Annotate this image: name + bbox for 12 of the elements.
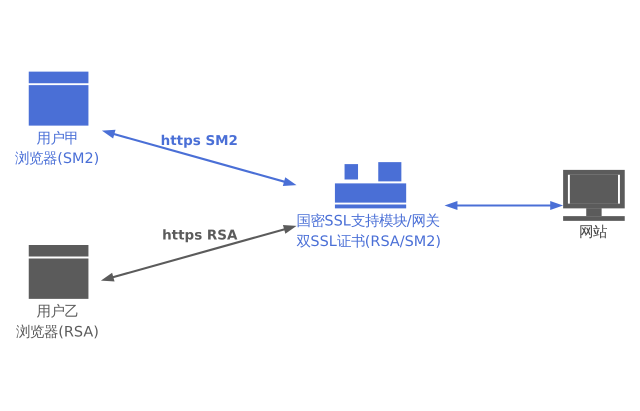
arrow [100, 225, 297, 282]
node-label: 浏览器(RSA) [16, 324, 99, 340]
node-label: 网站 [579, 224, 608, 240]
node-label: 浏览器(SM2) [15, 151, 100, 168]
arrow [102, 130, 296, 186]
edge-label: https RSA [162, 227, 238, 244]
node-label: 国密SSL支持模块/网关 [296, 214, 440, 230]
node-label: 双SSL证书(RSA/SM2) [296, 234, 442, 250]
node-label: 用户乙 [36, 304, 78, 320]
arrow [444, 200, 564, 210]
node-label: 用户甲 [36, 130, 78, 147]
edge-label: https SM2 [160, 133, 238, 150]
